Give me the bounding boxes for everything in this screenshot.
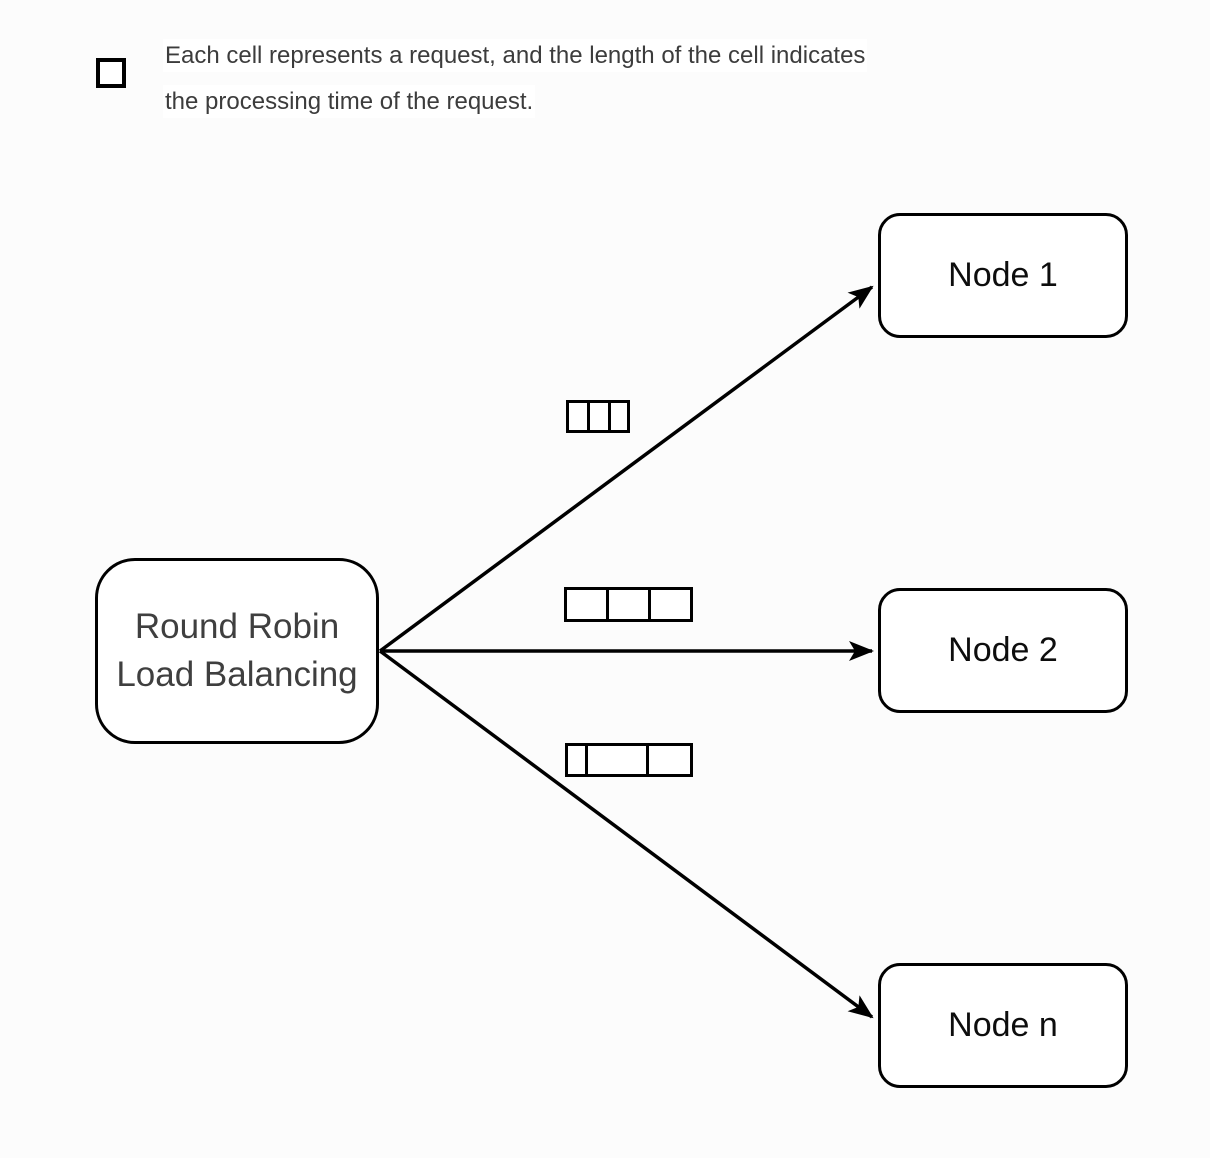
- legend-text: Each cell represents a request, and the …: [163, 33, 868, 125]
- cell-square-icon: [96, 58, 126, 88]
- request-cell: [607, 403, 627, 430]
- source-label-line-2: Load Balancing: [112, 651, 362, 699]
- request-cell: [569, 403, 587, 430]
- request-cell: [586, 403, 608, 430]
- node-1-label: Node 1: [944, 256, 1062, 295]
- request-cell: [567, 590, 606, 619]
- arrow-to-node-1: [378, 285, 874, 653]
- legend-line-1: Each cell represents a request, and the …: [163, 39, 868, 72]
- request-cell: [568, 746, 585, 774]
- arrow-to-node-n: [378, 649, 874, 1019]
- request-queue-node-n: [565, 743, 693, 777]
- request-cell: [648, 590, 690, 619]
- node-2-box: Node 2: [878, 588, 1128, 713]
- legend-line-2: the processing time of the request.: [163, 85, 536, 118]
- request-queue-node-1: [566, 400, 630, 433]
- request-cell: [606, 590, 648, 619]
- request-queue-node-2: [564, 587, 693, 622]
- node-n-box: Node n: [878, 963, 1128, 1088]
- node-n-label: Node n: [944, 1006, 1062, 1045]
- node-1-box: Node 1: [878, 213, 1128, 338]
- node-2-label: Node 2: [944, 631, 1062, 670]
- round-robin-load-balancer-box: Round Robin Load Balancing: [95, 558, 379, 744]
- request-cell: [646, 746, 690, 774]
- request-cell: [584, 746, 646, 774]
- source-label-line-1: Round Robin: [130, 603, 344, 651]
